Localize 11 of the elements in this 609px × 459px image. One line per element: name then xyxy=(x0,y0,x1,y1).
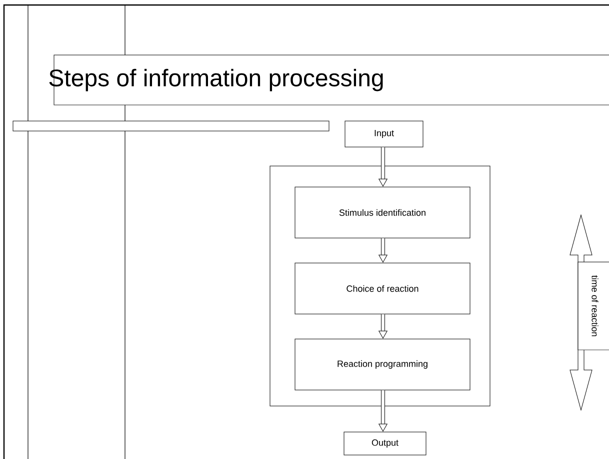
label-box: time of reaction xyxy=(578,262,609,350)
process-box: Stimulus identification xyxy=(294,186,470,238)
title: Steps of information processing xyxy=(49,54,609,106)
process-box: Choice of reaction xyxy=(294,262,470,314)
arrow xyxy=(378,314,388,338)
arrow xyxy=(378,147,388,186)
process-box: Reaction programming xyxy=(294,338,470,390)
arrow xyxy=(378,238,388,262)
process-box: Output xyxy=(344,432,426,456)
process-box: Input xyxy=(344,120,424,148)
arrow xyxy=(378,390,388,432)
